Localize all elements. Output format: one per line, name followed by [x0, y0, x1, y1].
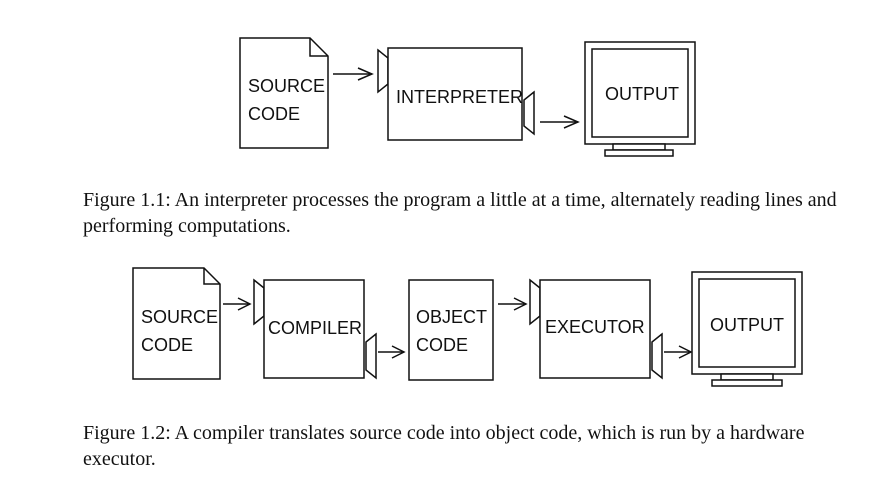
fig1-arrow-interpreter-to-output — [540, 115, 580, 129]
fig1-source-label-line2: CODE — [248, 104, 300, 124]
fig2-source-label-line2: CODE — [141, 335, 193, 355]
fig2-arrow-object-to-executor — [498, 297, 528, 311]
fig1-interpreter-box: INTERPRETER — [377, 47, 535, 141]
fig2-object-code-box: OBJECT CODE — [408, 279, 494, 381]
fig2-source-label-line1: SOURCE — [141, 307, 218, 327]
fig1-source-code-document: SOURCE CODE — [239, 37, 329, 149]
fig2-compiler-label: COMPILER — [268, 318, 362, 338]
fig2-compiler-input-port — [253, 278, 265, 326]
fig1-source-label-line1: SOURCE — [248, 76, 325, 96]
fig1-output-monitor: OUTPUT — [584, 41, 696, 157]
fig2-compiler-output-port — [365, 332, 377, 380]
fig2-arrow-executor-to-output — [664, 345, 693, 359]
fig2-compiler-box: COMPILER — [253, 278, 377, 380]
fig2-arrow-compiler-to-object — [378, 345, 406, 359]
figure-1-1-caption: Figure 1.1: An interpreter processes the… — [83, 189, 837, 237]
fig2-executor-box: EXECUTOR — [529, 278, 663, 380]
fig1-interpreter-label: INTERPRETER — [396, 87, 523, 107]
fig1-arrow-source-to-interpreter — [333, 67, 374, 81]
fig2-executor-label: EXECUTOR — [545, 317, 645, 337]
fig1-interpreter-input-port — [377, 48, 389, 94]
fig2-output-label: OUTPUT — [710, 315, 784, 335]
fig2-executor-input-port — [529, 278, 541, 326]
fig1-interpreter-output-port — [523, 90, 535, 136]
fig2-object-label-line1: OBJECT — [416, 307, 487, 327]
fig2-object-label-line2: CODE — [416, 335, 468, 355]
fig2-arrow-source-to-compiler — [223, 297, 252, 311]
fig2-output-monitor: OUTPUT — [691, 271, 803, 387]
fig2-executor-output-port — [651, 332, 663, 380]
figure-1-2-caption: Figure 1.2: A compiler translates source… — [83, 422, 805, 470]
figure-1-1-diagram: SOURCE CODE INTERPRETER OUTPUT — [239, 37, 696, 157]
fig2-source-code-document: SOURCE CODE — [132, 267, 221, 380]
fig1-output-label: OUTPUT — [605, 84, 679, 104]
figure-1-2-diagram: SOURCE CODE COMPILER OBJECT CODE — [132, 267, 803, 387]
